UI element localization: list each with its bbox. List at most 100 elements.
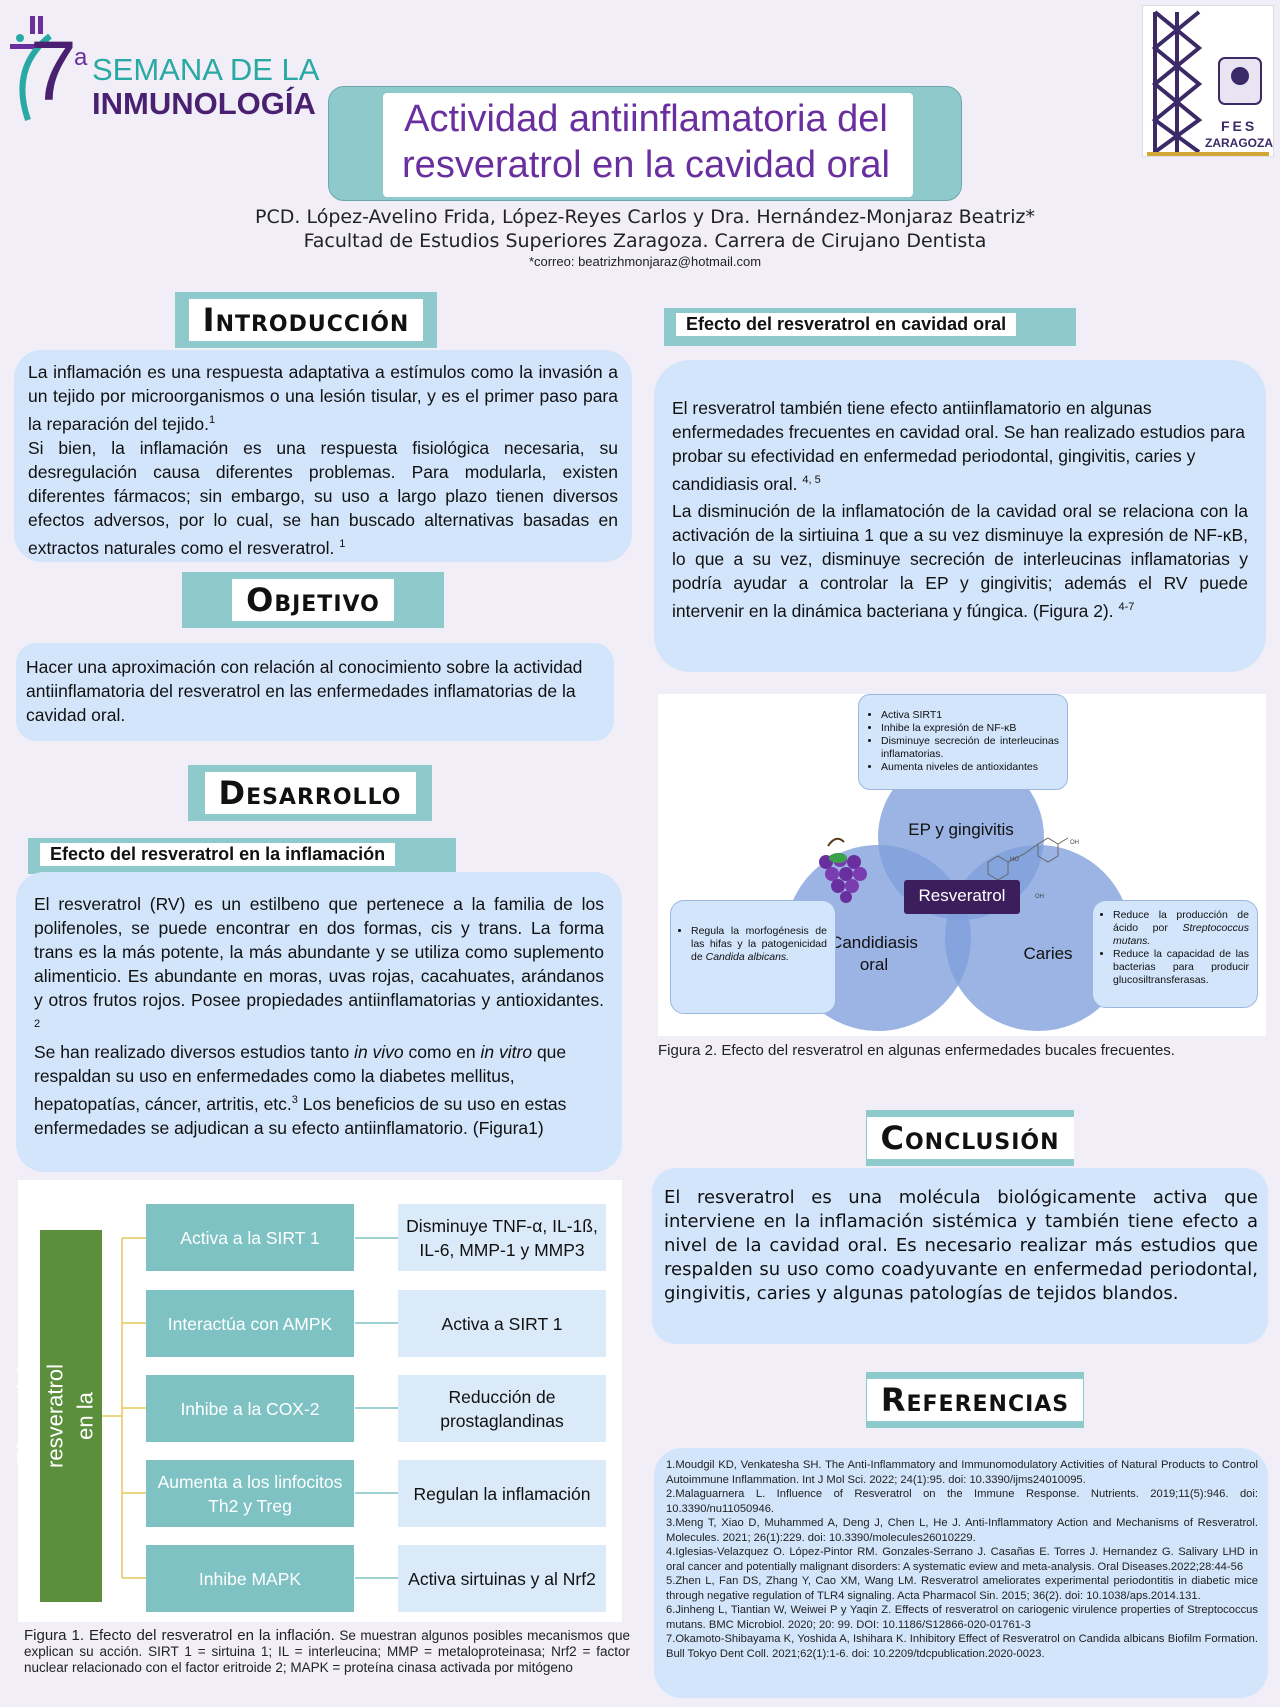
oral-p1-ref: 4, 5 (802, 474, 821, 486)
left-list-text: Regula la morfogénesis de las hifas y la… (691, 925, 827, 963)
figure1-caption-title: Figura 1. Efecto del resveratrol en la i… (24, 1627, 335, 1644)
figure2-top-callout: Activa SIRT1 Inhibe la expresión de NF-κ… (858, 694, 1068, 790)
figure1-effect-4: Activa sirtuinas y al Nrf2 (398, 1545, 606, 1612)
email: *correo: beatrizhmonjaraz@hotmail.com (528, 254, 762, 269)
desarrollo-box: El resveratrol (RV) es un estilbeno que … (16, 872, 622, 1172)
event-logo-icon (10, 16, 43, 49)
intro-heading-tag: Introducción (175, 292, 437, 348)
event-logo: 7 a SEMANA DE LA INMUNOLOGÍA (8, 8, 319, 123)
objetivo-heading-tag: Objetivo (182, 572, 444, 628)
top-list-item: Inhibe la expresión de NF-κB (881, 722, 1059, 735)
objetivo-box: Hacer una aproximación con relación al c… (16, 643, 614, 741)
desarrollo-p1-ref: 2 (34, 1018, 41, 1030)
grapes-icon (819, 837, 867, 903)
event-line2: INMUNOLOGÍA (92, 86, 316, 121)
figure1-effect-0: Disminuye TNF-α, IL-1ß, IL-6, MMP-1 y MM… (398, 1204, 606, 1271)
reference-list: 1.Moudgil KD, Venkatesha SH. The Anti-In… (666, 1458, 1258, 1661)
title-line1: Actividad antiinflamatoria del (404, 98, 888, 140)
conclusion-box: El resveratrol es una molécula biológica… (652, 1168, 1268, 1344)
molecule-icon (987, 837, 1069, 881)
figure1-cause-3: Aumenta a los linfocitos Th2 y Treg (146, 1460, 354, 1527)
objetivo-heading: Objetivo (232, 579, 394, 621)
authors: PCD. López-Avelino Frida, López-Reyes Ca… (255, 206, 1035, 228)
intro-p1-text: La inflamación es una respuesta adaptati… (28, 362, 618, 434)
right-list-item: Reduce la capacidad de las bacterias par… (1113, 948, 1249, 987)
oral-subheading-tag: Efecto del resveratrol en cavidad oral (664, 308, 1076, 346)
intro-p2-ref: 1 (339, 537, 346, 550)
conclusion-heading-tag: Conclusión (866, 1110, 1074, 1166)
venn-candidiasis-label: Candidiasis oral (830, 933, 918, 974)
figure1-cause-0: Activa a la SIRT 1 (146, 1204, 354, 1271)
figure1-cause-2: Inhibe a la COX-2 (146, 1375, 354, 1442)
fes-text1: FES (1221, 118, 1258, 134)
molecule-oh-1: OH (1070, 840, 1079, 846)
title-text: Actividad antiinflamatoria del resveratr… (349, 96, 943, 188)
desarrollo-p2-ref: 3 (291, 1093, 298, 1106)
desarrollo-heading-tag: Desarrollo (188, 765, 432, 821)
event-line1: SEMANA DE LA (92, 52, 320, 87)
referencias-heading: Referencias (866, 1379, 1084, 1421)
desarrollo-p2-b: como en (403, 1041, 481, 1062)
title-banner: Actividad antiinflamatoria del resveratr… (328, 86, 962, 201)
top-list-item: Aumenta niveles de antioxidantes (881, 761, 1059, 774)
figure2-right-callout: Reduce la producción de ácido por Strept… (1092, 900, 1258, 1008)
desarrollo-p2-c: que respaldan su uso en enfermedades com… (34, 1041, 567, 1114)
figure1-connectors (102, 1237, 398, 1579)
right-list-item: Reduce la producción de ácido por Strept… (1113, 909, 1249, 948)
desarrollo-subheading: Efecto del resveratrol en la inflamación (40, 843, 396, 866)
fes-logo-icon (1151, 10, 1203, 154)
intro-heading: Introducción (188, 299, 424, 341)
figure1-effect-2: Reducción de prostaglandinas (398, 1375, 606, 1442)
figure2-left-list: Regula la morfogénesis de las hifas y la… (677, 925, 827, 964)
figure2-caption: Figura 2. Efecto del resveratrol en algu… (658, 1042, 1175, 1059)
molecule-oh-2: HO (1010, 857, 1019, 863)
figure2-left-callout: Regula la morfogénesis de las hifas y la… (670, 900, 836, 1014)
unam-crest-icon (1218, 57, 1262, 105)
top-list-item: Activa SIRT1 (881, 709, 1059, 722)
oral-p2-text: La disminución de la inflamatoción de la… (672, 500, 1248, 621)
oral-box: El resveratrol también tiene efecto anti… (654, 360, 1266, 672)
desarrollo-p2-invitro: in vitro (480, 1041, 533, 1062)
intro-box: La inflamación es una respuesta adaptati… (14, 350, 632, 562)
event-logo-arc (19, 33, 52, 121)
conclusion-text: El resveratrol es una molécula biológica… (664, 1187, 1258, 1304)
fes-text2: ZARAGOZA (1205, 136, 1273, 150)
reference-item: 7.Okamoto-Shibayama K, Yoshida A, Ishiha… (666, 1633, 1258, 1660)
figure2: OH HO OH EP y gingivitis Candidiasis ora… (658, 694, 1266, 1036)
fes-logo: FES ZARAGOZA (1142, 5, 1274, 157)
desarrollo-p1-text: El resveratrol (RV) es un estilbeno que … (34, 894, 604, 1010)
right-list-text-1: Reduce la producción de ácido por (1113, 909, 1249, 934)
figure1-root: Efecto del resveratrol en la inflamación (13, 1230, 128, 1602)
figure1-cause-4: Inhibe MAPK (146, 1545, 354, 1612)
reference-item: 6.Jinheng L, Tiantian W, Weiwei P y Yaqi… (666, 1604, 1258, 1631)
desarrollo-p2-d: Los beneficios de su uso en estas enferm… (34, 1093, 567, 1138)
center-label-box (904, 880, 1020, 914)
event-number: 7 (30, 24, 77, 118)
reference-item: 1.Moudgil KD, Venkatesha SH. The Anti-In… (666, 1459, 1258, 1486)
reference-item: 4.Iglesias-Velazquez O. López-Pintor RM.… (666, 1546, 1258, 1573)
event-number-sup: a (74, 44, 88, 71)
desarrollo-subheading-tag: Efecto del resveratrol en la inflamación (28, 838, 456, 874)
desarrollo-p2: Se han realizado diversos estudios tanto… (34, 1040, 604, 1140)
oral-subheading: Efecto del resveratrol en cavidad oral (676, 313, 1017, 336)
referencias-heading-tag: Referencias (866, 1372, 1084, 1428)
left-list-italic: Candida albicans. (705, 951, 790, 963)
figure1-effect-1: Activa a SIRT 1 (398, 1290, 606, 1357)
conclusion-heading: Conclusión (866, 1117, 1074, 1159)
intro-p1-ref: 1 (208, 414, 216, 426)
oral-p2-ref: 4-7 (1118, 600, 1135, 613)
reference-item: 3.Meng T, Xiao D, Muhammed A, Deng J, Ch… (666, 1517, 1258, 1544)
top-list-item: Disminuye secreción de interleucinas inf… (881, 735, 1059, 761)
fes-logo-underline (1147, 152, 1269, 156)
molecule-oh-3: OH (1035, 894, 1044, 900)
desarrollo-p2-invivo: in vivo (354, 1041, 404, 1062)
reference-item: 2.Malaguarnera L. Influence of Resveratr… (666, 1488, 1258, 1515)
affiliation: Facultad de Estudios Superiores Zaragoza… (303, 230, 987, 252)
desarrollo-p1: El resveratrol (RV) es un estilbeno que … (34, 892, 604, 1040)
referencias-box: 1.Moudgil KD, Venkatesha SH. The Anti-In… (654, 1448, 1268, 1698)
figure1-caption-body: Se muestran algunos posibles mecanismos … (24, 1628, 630, 1675)
desarrollo-p2-a: Se han realizado diversos estudios tanto (34, 1041, 355, 1062)
figure2-top-list: Activa SIRT1 Inhibe la expresión de NF-κ… (867, 709, 1059, 774)
title-line2: resveratrol en la cavidad oral (402, 144, 890, 186)
intro-p1: La inflamación es una respuesta adaptati… (28, 360, 618, 436)
